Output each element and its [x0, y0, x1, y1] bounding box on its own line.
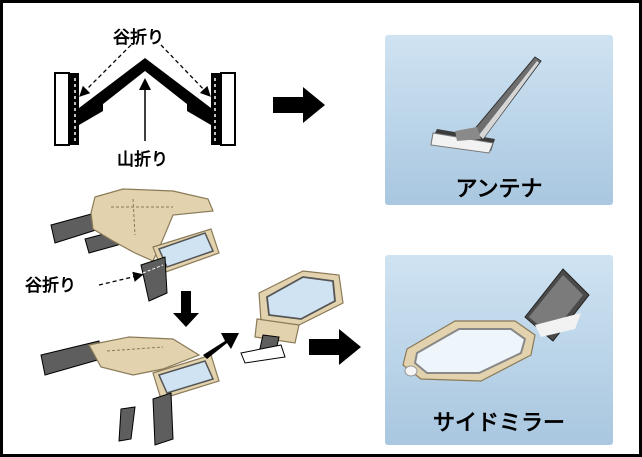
fold-left-strip — [69, 73, 79, 145]
fold-mountain-base — [79, 103, 103, 125]
side-mirror-illustration — [402, 268, 590, 382]
valley-fold-side-leader — [98, 271, 144, 286]
antenna-illustration — [430, 56, 542, 154]
valley-fold-label-side: 谷折り — [25, 276, 76, 296]
arrow-right-top — [273, 87, 325, 123]
arrow-right-bottom — [309, 329, 361, 365]
antenna-caption: アンテナ — [455, 177, 543, 202]
valley-leader-right — [160, 44, 211, 97]
mirror-folding-piece — [40, 336, 220, 446]
fold-mountain-shape — [79, 58, 211, 123]
side-mirror-photo: サイドミラー — [385, 255, 613, 445]
mirror-assembled-small — [240, 270, 344, 364]
fold-right-tab — [220, 72, 236, 146]
fold-left-tab — [54, 72, 70, 146]
mirror-unfolded-piece — [50, 188, 220, 302]
mountain-fold-label: 山折り — [117, 150, 168, 170]
fold-right-strip — [211, 73, 221, 145]
fold-mountain-base-right — [187, 103, 211, 125]
arrow-down — [173, 291, 199, 327]
fold-schematic — [40, 44, 361, 446]
side-mirror-caption: サイドミラー — [432, 411, 565, 436]
valley-leader-left — [79, 44, 132, 97]
valley-fold-label-top: 谷折り — [113, 28, 164, 48]
antenna-photo: アンテナ — [385, 35, 613, 205]
arrow-diagonal — [203, 333, 239, 359]
